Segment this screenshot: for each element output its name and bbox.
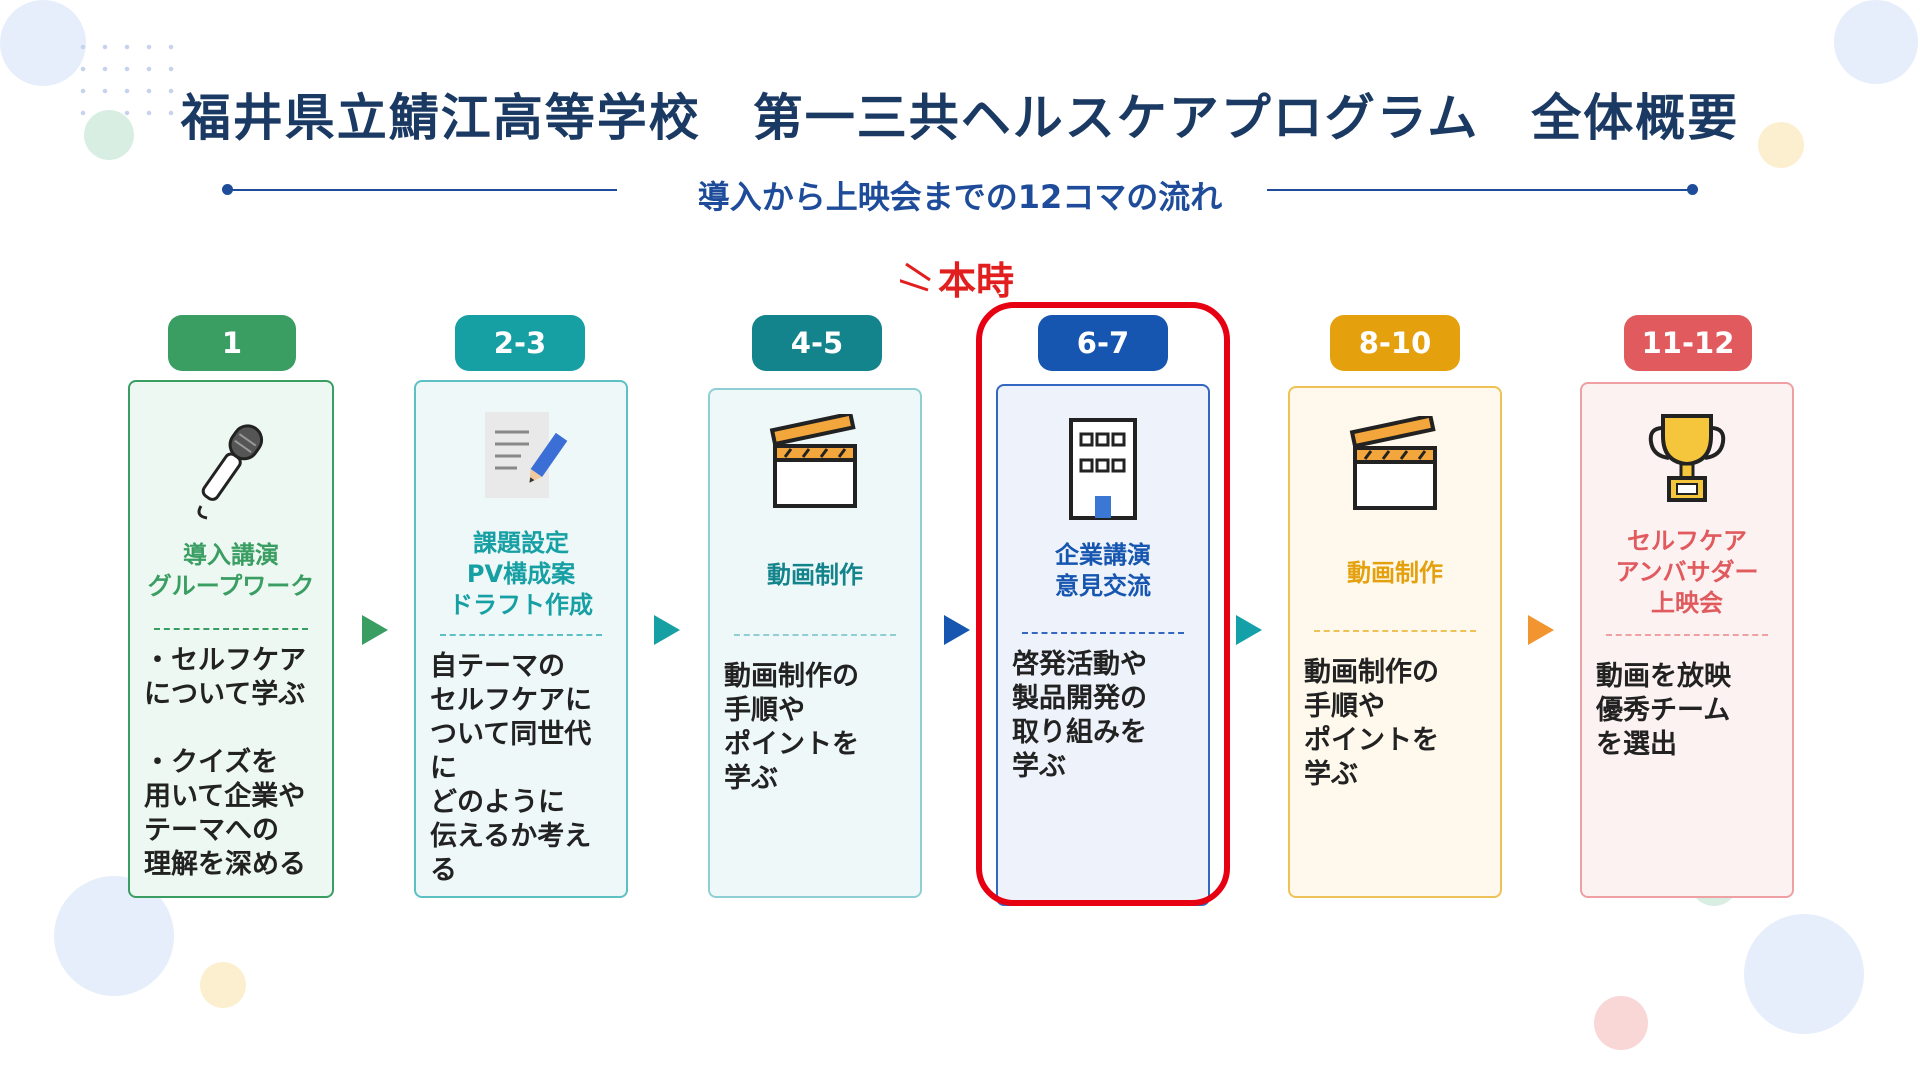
microphone-icon <box>130 410 332 524</box>
step-title: 動画制作 <box>1290 558 1500 589</box>
session-number-badge: 6-7 <box>1038 315 1168 371</box>
step-description-line: 学ぶ <box>1304 759 1358 790</box>
step-description-line: 優秀チーム <box>1596 695 1731 726</box>
step-description-line: ・セルフケア <box>144 645 306 676</box>
step-card: 動画制作動画制作の手順やポイントを学ぶ <box>708 388 922 898</box>
step-title-line: 課題設定 <box>473 529 569 557</box>
current-session-label: 本時 <box>938 259 1015 303</box>
step-description: 自テーマのセルフケアについて同世代にどのように伝えるか考える <box>430 650 616 888</box>
step-title: 導入講演グループワーク <box>130 540 332 602</box>
clapperboard-icon <box>1290 413 1500 520</box>
step-title: 課題設定 PV構成案ドラフト作成 <box>416 528 626 621</box>
step-description-line: 手順や <box>1304 691 1385 722</box>
step-title-line: 意見交流 <box>1055 572 1151 600</box>
step-description-line: 自テーマの <box>430 651 565 682</box>
step-title-line: 上映会 <box>1651 589 1723 617</box>
step-divider <box>1314 630 1476 632</box>
step-description-line: ポイントを <box>724 729 859 760</box>
step-description-line: ついて同世代に <box>430 719 592 784</box>
step-divider <box>1022 632 1184 634</box>
step-title-line: 動画制作 <box>1347 559 1443 587</box>
flow-arrow-icon <box>362 615 388 645</box>
step-description-line: セルフケアに <box>430 685 592 716</box>
decorative-circle <box>1758 122 1804 168</box>
step-title: 動画制作 <box>710 560 920 591</box>
step-description-line: テーマへの <box>144 815 279 846</box>
flow-arrow-icon <box>944 615 970 645</box>
step-description-line: どのように <box>430 787 565 818</box>
decorative-circle <box>0 0 86 86</box>
step-description-line: 取り組みを <box>1012 717 1147 748</box>
session-number-badge: 1 <box>168 315 296 371</box>
step-description-line: について学ぶ <box>144 679 306 710</box>
step-description-line <box>144 712 322 746</box>
step-card: セルフケアアンバサダー上映会動画を放映優秀チームを選出 <box>1580 382 1794 898</box>
flow-arrow-icon <box>1528 615 1554 645</box>
decorative-circle <box>1744 914 1864 1034</box>
step-title-line: 動画制作 <box>767 561 863 589</box>
page-title: 福井県立鯖江高等学校 第一三共ヘルスケアプログラム 全体概要 <box>180 89 1740 147</box>
step-description-line: 動画を放映 <box>1596 661 1731 692</box>
flow-arrow-icon <box>1236 615 1262 645</box>
session-number-badge: 2-3 <box>455 315 585 371</box>
step-title-line: アンバサダー <box>1615 558 1759 586</box>
step-description-line: 手順や <box>724 695 805 726</box>
step-description: 動画制作の手順やポイントを学ぶ <box>724 660 910 796</box>
subtitle-rule-left <box>227 189 617 191</box>
step-title: 企業講演意見交流 <box>998 540 1208 602</box>
step-description-line: 動画制作の <box>724 661 859 692</box>
subtitle-rule-right <box>1267 189 1692 191</box>
step-card: 企業講演意見交流啓発活動や製品開発の取り組みを学ぶ <box>996 384 1210 906</box>
decorative-circle <box>1594 996 1648 1050</box>
session-number-badge: 8-10 <box>1330 315 1460 371</box>
decorative-circle <box>200 962 246 1008</box>
step-description: 動画を放映優秀チームを選出 <box>1596 660 1782 762</box>
step-description: ・セルフケアについて学ぶ・クイズを用いて企業やテーマへの理解を深める <box>144 644 322 882</box>
step-card: 導入講演グループワーク・セルフケアについて学ぶ・クイズを用いて企業やテーマへの理… <box>128 380 334 898</box>
clapperboard-icon <box>710 411 920 518</box>
decorative-circle <box>84 110 134 160</box>
step-description: 動画制作の手順やポイントを学ぶ <box>1304 656 1490 792</box>
subtitle-row: 導入から上映会までの12コマの流れ <box>222 172 1698 216</box>
step-title-line: ドラフト作成 <box>449 591 593 619</box>
trophy-icon <box>1582 408 1792 512</box>
step-description-line: 理解を深める <box>144 849 306 880</box>
current-session-highlight <box>976 302 1230 906</box>
office-building-icon <box>998 416 1208 526</box>
step-description-line: 用いて企業や <box>144 781 306 812</box>
step-description-line: 製品開発の <box>1012 683 1147 714</box>
step-title-line: グループワーク <box>147 572 315 600</box>
step-description-line: 学ぶ <box>724 763 778 794</box>
step-description-line: を選出 <box>1596 729 1677 760</box>
step-description-line: ポイントを <box>1304 725 1439 756</box>
step-divider <box>734 634 896 636</box>
step-title-line: 導入講演 <box>183 541 279 569</box>
line-end-dot <box>1687 184 1698 195</box>
flow-arrow-icon <box>654 615 680 645</box>
document-pen-icon <box>416 406 626 510</box>
session-number-badge: 4-5 <box>752 315 882 371</box>
step-description-line: 学ぶ <box>1012 751 1066 782</box>
step-description-line: 動画制作の <box>1304 657 1439 688</box>
step-divider <box>154 628 308 630</box>
step-description-line: 啓発活動や <box>1012 649 1147 680</box>
step-description-line: ・クイズを <box>144 747 279 778</box>
step-description-line: 伝えるか考える <box>430 821 592 886</box>
step-description: 啓発活動や製品開発の取り組みを学ぶ <box>1012 648 1198 784</box>
current-session-accent-icon <box>900 262 931 292</box>
step-title: セルフケアアンバサダー上映会 <box>1582 526 1792 619</box>
step-title-line: PV構成案 <box>466 560 576 588</box>
subtitle: 導入から上映会までの12コマの流れ <box>697 178 1223 216</box>
step-title-line: セルフケア <box>1627 527 1747 555</box>
step-title-line: 企業講演 <box>1055 541 1151 569</box>
session-number-badge: 11-12 <box>1624 315 1752 371</box>
step-card: 課題設定 PV構成案ドラフト作成自テーマのセルフケアについて同世代にどのように伝え… <box>414 380 628 898</box>
decorative-circle <box>1834 0 1918 84</box>
decorative-dot-grid <box>72 36 182 126</box>
step-divider <box>1606 634 1768 636</box>
step-divider <box>440 634 602 636</box>
step-card: 動画制作動画制作の手順やポイントを学ぶ <box>1288 386 1502 898</box>
